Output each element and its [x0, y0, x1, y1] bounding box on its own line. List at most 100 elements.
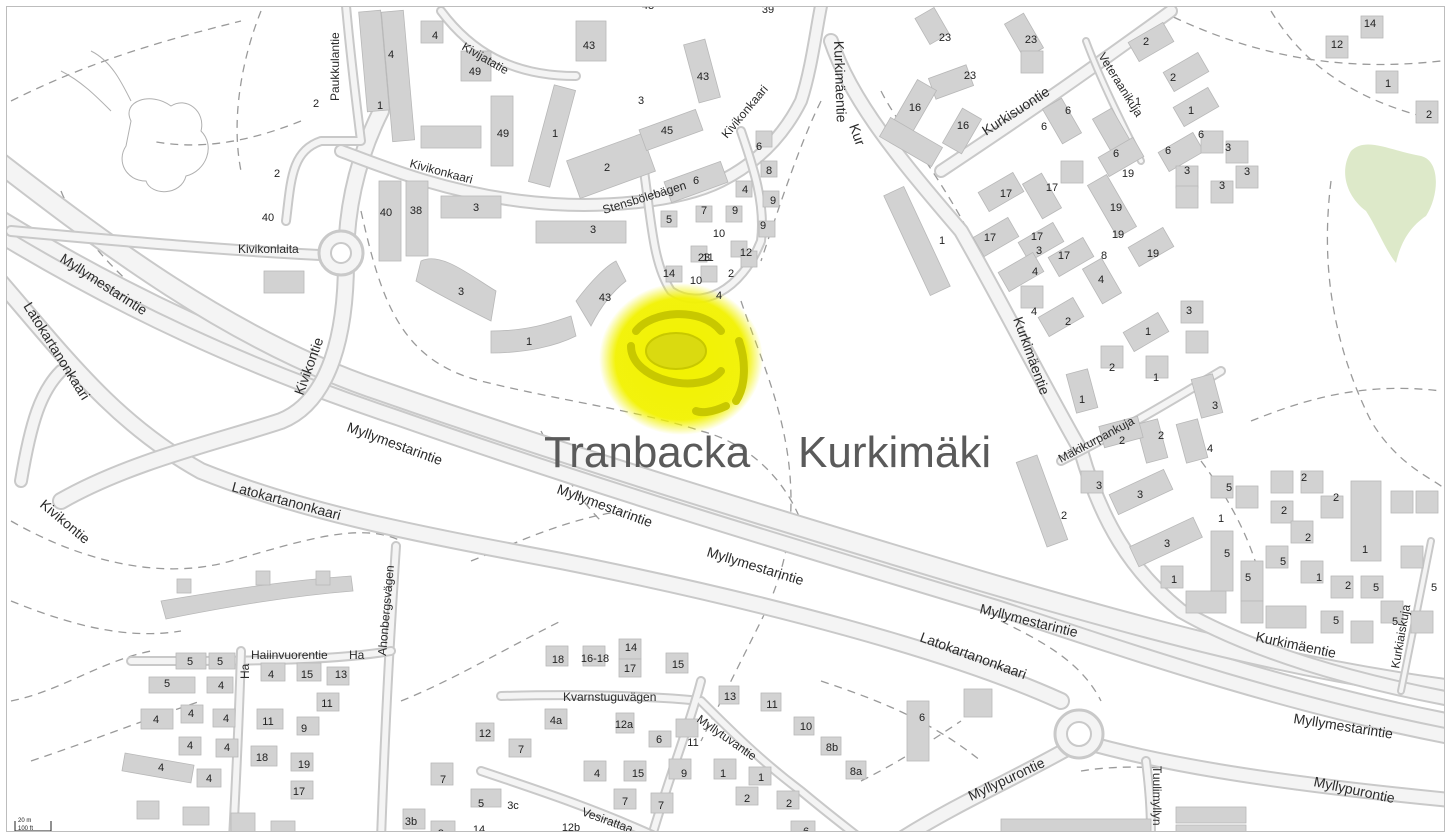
house-number: 19	[1122, 168, 1134, 180]
house-number: 14	[473, 824, 485, 832]
house-number: 2	[1143, 36, 1149, 48]
house-number: 2	[1305, 532, 1311, 544]
house-number: 3c	[507, 800, 519, 812]
house-number: 4a	[550, 715, 563, 727]
house-number: 8	[766, 165, 772, 177]
house-number: 1	[1171, 574, 1177, 586]
house-number: 5	[164, 678, 170, 690]
house-number: 17	[1031, 231, 1043, 243]
house-number: 1	[1145, 326, 1151, 338]
house-number: 4	[206, 773, 212, 785]
location-highlight	[599, 283, 763, 435]
house-number: 5	[1373, 582, 1379, 594]
house-number: 5	[1431, 582, 1437, 594]
house-number: 4	[1032, 266, 1038, 278]
label-tuulimyllyntie: Tuulimyllyn	[1150, 766, 1164, 826]
house-number: 43	[583, 40, 595, 52]
house-number: 7	[658, 800, 664, 812]
house-number: 12	[740, 247, 752, 259]
house-number: 23	[1025, 34, 1037, 46]
house-number: 1	[1135, 96, 1141, 108]
label-kivikonlaita: Kivikonlaita	[238, 242, 299, 256]
label-ha-2: Ha	[349, 648, 365, 662]
house-number: 3	[1137, 489, 1143, 501]
house-number: 4	[1031, 306, 1037, 318]
scale-feet: 100 ft	[18, 826, 33, 832]
house-number: 23	[939, 32, 951, 44]
house-number: 40	[262, 212, 274, 224]
house-number: 2	[1158, 430, 1164, 442]
house-number: 5	[1280, 556, 1286, 568]
house-number: 7	[440, 774, 446, 786]
house-number: 12b	[562, 822, 580, 832]
park-area	[1345, 144, 1436, 263]
house-number: 1	[1362, 544, 1368, 556]
house-number: 3	[638, 95, 644, 107]
house-number: 2	[728, 268, 734, 280]
house-number: 4	[1098, 274, 1104, 286]
house-number: 9	[732, 205, 738, 217]
house-number: 23	[698, 252, 710, 264]
house-number: 5	[1333, 615, 1339, 627]
house-number: 16	[909, 102, 921, 114]
house-number: 4	[187, 740, 193, 752]
house-number: 6	[1165, 145, 1171, 157]
house-number: 2	[1281, 505, 1287, 517]
house-number: 6	[1065, 105, 1071, 117]
house-number: 10	[800, 721, 812, 733]
house-number: 11	[321, 698, 332, 710]
house-number: 49	[497, 128, 509, 140]
house-number: 13	[724, 691, 736, 703]
house-number: 4	[153, 714, 159, 726]
house-number: 3	[1036, 245, 1042, 257]
house-number: 4	[594, 768, 600, 780]
house-number: 12	[1331, 39, 1343, 51]
house-number: 2	[1426, 109, 1432, 121]
house-number: 3	[1219, 180, 1225, 192]
house-number: 4	[1207, 443, 1213, 455]
house-number: 18	[552, 654, 564, 666]
house-number: 2	[1109, 362, 1115, 374]
house-number: 3	[458, 286, 464, 298]
house-number: 40	[380, 207, 392, 219]
house-number: 14	[663, 268, 675, 280]
house-number: 4	[388, 49, 394, 61]
house-number: 5	[478, 798, 484, 810]
house-number: 11	[766, 699, 777, 711]
house-number: 2	[786, 798, 792, 810]
house-number: 2	[1345, 580, 1351, 592]
house-number: 2	[1119, 435, 1125, 447]
house-number: 1	[552, 128, 558, 140]
house-number: 3b	[405, 816, 417, 828]
house-number: 1	[1188, 105, 1194, 117]
house-number: 5	[187, 656, 193, 668]
house-number: 43	[642, 6, 654, 12]
house-number: 8b	[826, 742, 838, 754]
scale-meters: 20 m	[18, 818, 31, 824]
house-number: 7	[701, 205, 707, 217]
house-number: 3	[1186, 305, 1192, 317]
house-number: 8a	[850, 766, 863, 778]
house-number: 49	[469, 66, 481, 78]
map-view[interactable]: Myllymestarintie Myllymestarintie Myllym…	[6, 6, 1445, 832]
house-number: 1	[1218, 513, 1224, 525]
house-number: 11	[687, 737, 698, 749]
house-number: 2	[274, 168, 280, 180]
house-number: 16-18	[581, 653, 609, 665]
house-number: 1	[1153, 372, 1159, 384]
house-number: 13	[335, 669, 347, 681]
house-number: 4	[223, 713, 229, 725]
house-number: 2	[604, 162, 610, 174]
house-number: 18	[256, 752, 268, 764]
buildings	[121, 7, 1439, 831]
house-number: 4	[742, 184, 748, 196]
house-number: 6	[1041, 121, 1047, 133]
house-number: 43	[599, 292, 611, 304]
house-number: 4	[218, 680, 224, 692]
house-number: 5	[217, 656, 223, 668]
label-kurkimaentie-1: Kurkimäentie	[831, 41, 850, 123]
house-number: 2	[744, 793, 750, 805]
house-number: 4	[158, 762, 164, 774]
house-number: 15	[301, 669, 313, 681]
street-map[interactable]: Myllymestarintie Myllymestarintie Myllym…	[6, 6, 1445, 832]
